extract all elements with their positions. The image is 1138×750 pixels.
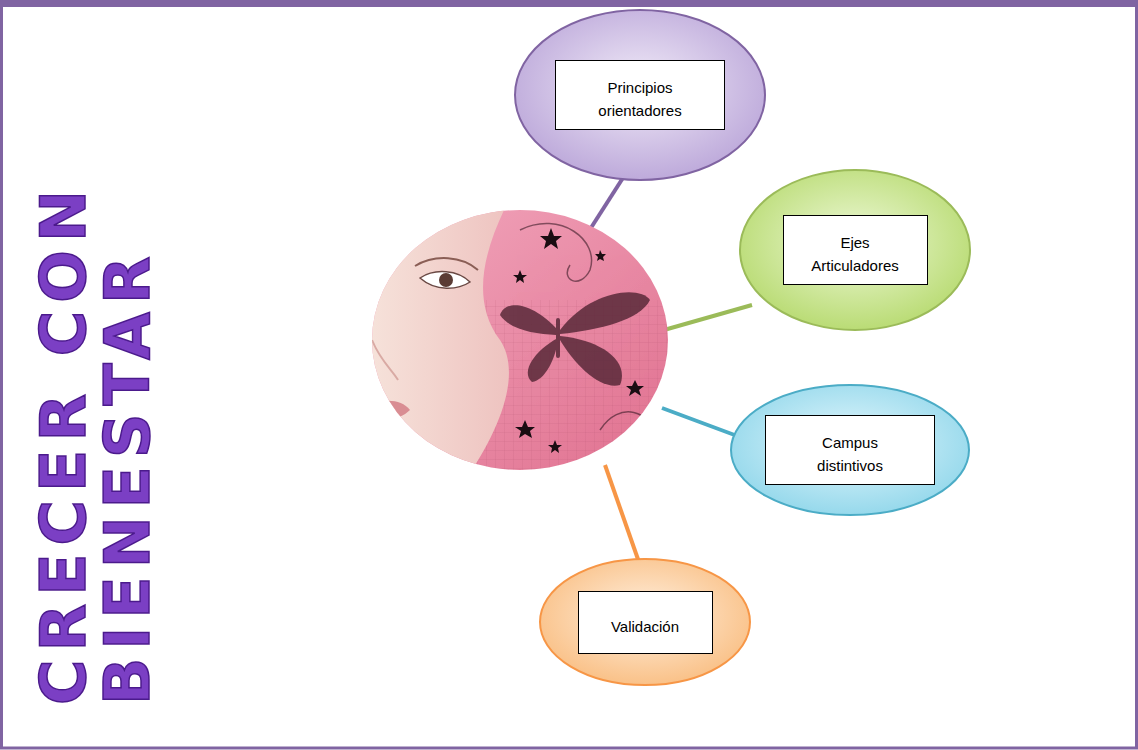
node-label: Ejes Articuladores — [803, 223, 908, 277]
text-box: Ejes Articuladores — [783, 215, 928, 285]
ellipse-shape — [731, 385, 969, 515]
leader-line — [605, 465, 640, 565]
frame — [2, 4, 1137, 748]
node-label: Principios orientadores — [575, 68, 705, 122]
node-label: Campus distintivos — [795, 423, 905, 477]
frame-top-bar — [0, 0, 1138, 7]
ellipse-node: Principios orientadores — [513, 8, 767, 182]
ellipse-shape — [740, 170, 970, 330]
face-illustration — [370, 208, 670, 475]
ellipse-shape — [540, 559, 750, 685]
vertical-title: CRECER CON BIENESTAR — [32, 115, 162, 705]
text-box: Campus distintivos — [765, 415, 935, 485]
node-label: Validación — [595, 607, 695, 638]
ellipse-node: Campus distintivos — [729, 383, 971, 517]
ellipse-node: Ejes Articuladores — [738, 168, 972, 332]
text-box: Principios orientadores — [555, 60, 725, 130]
ellipse-node: Validación — [538, 557, 752, 687]
text-box: Validación — [578, 591, 713, 654]
leader-line — [664, 305, 752, 330]
ellipse-shape — [515, 10, 765, 180]
